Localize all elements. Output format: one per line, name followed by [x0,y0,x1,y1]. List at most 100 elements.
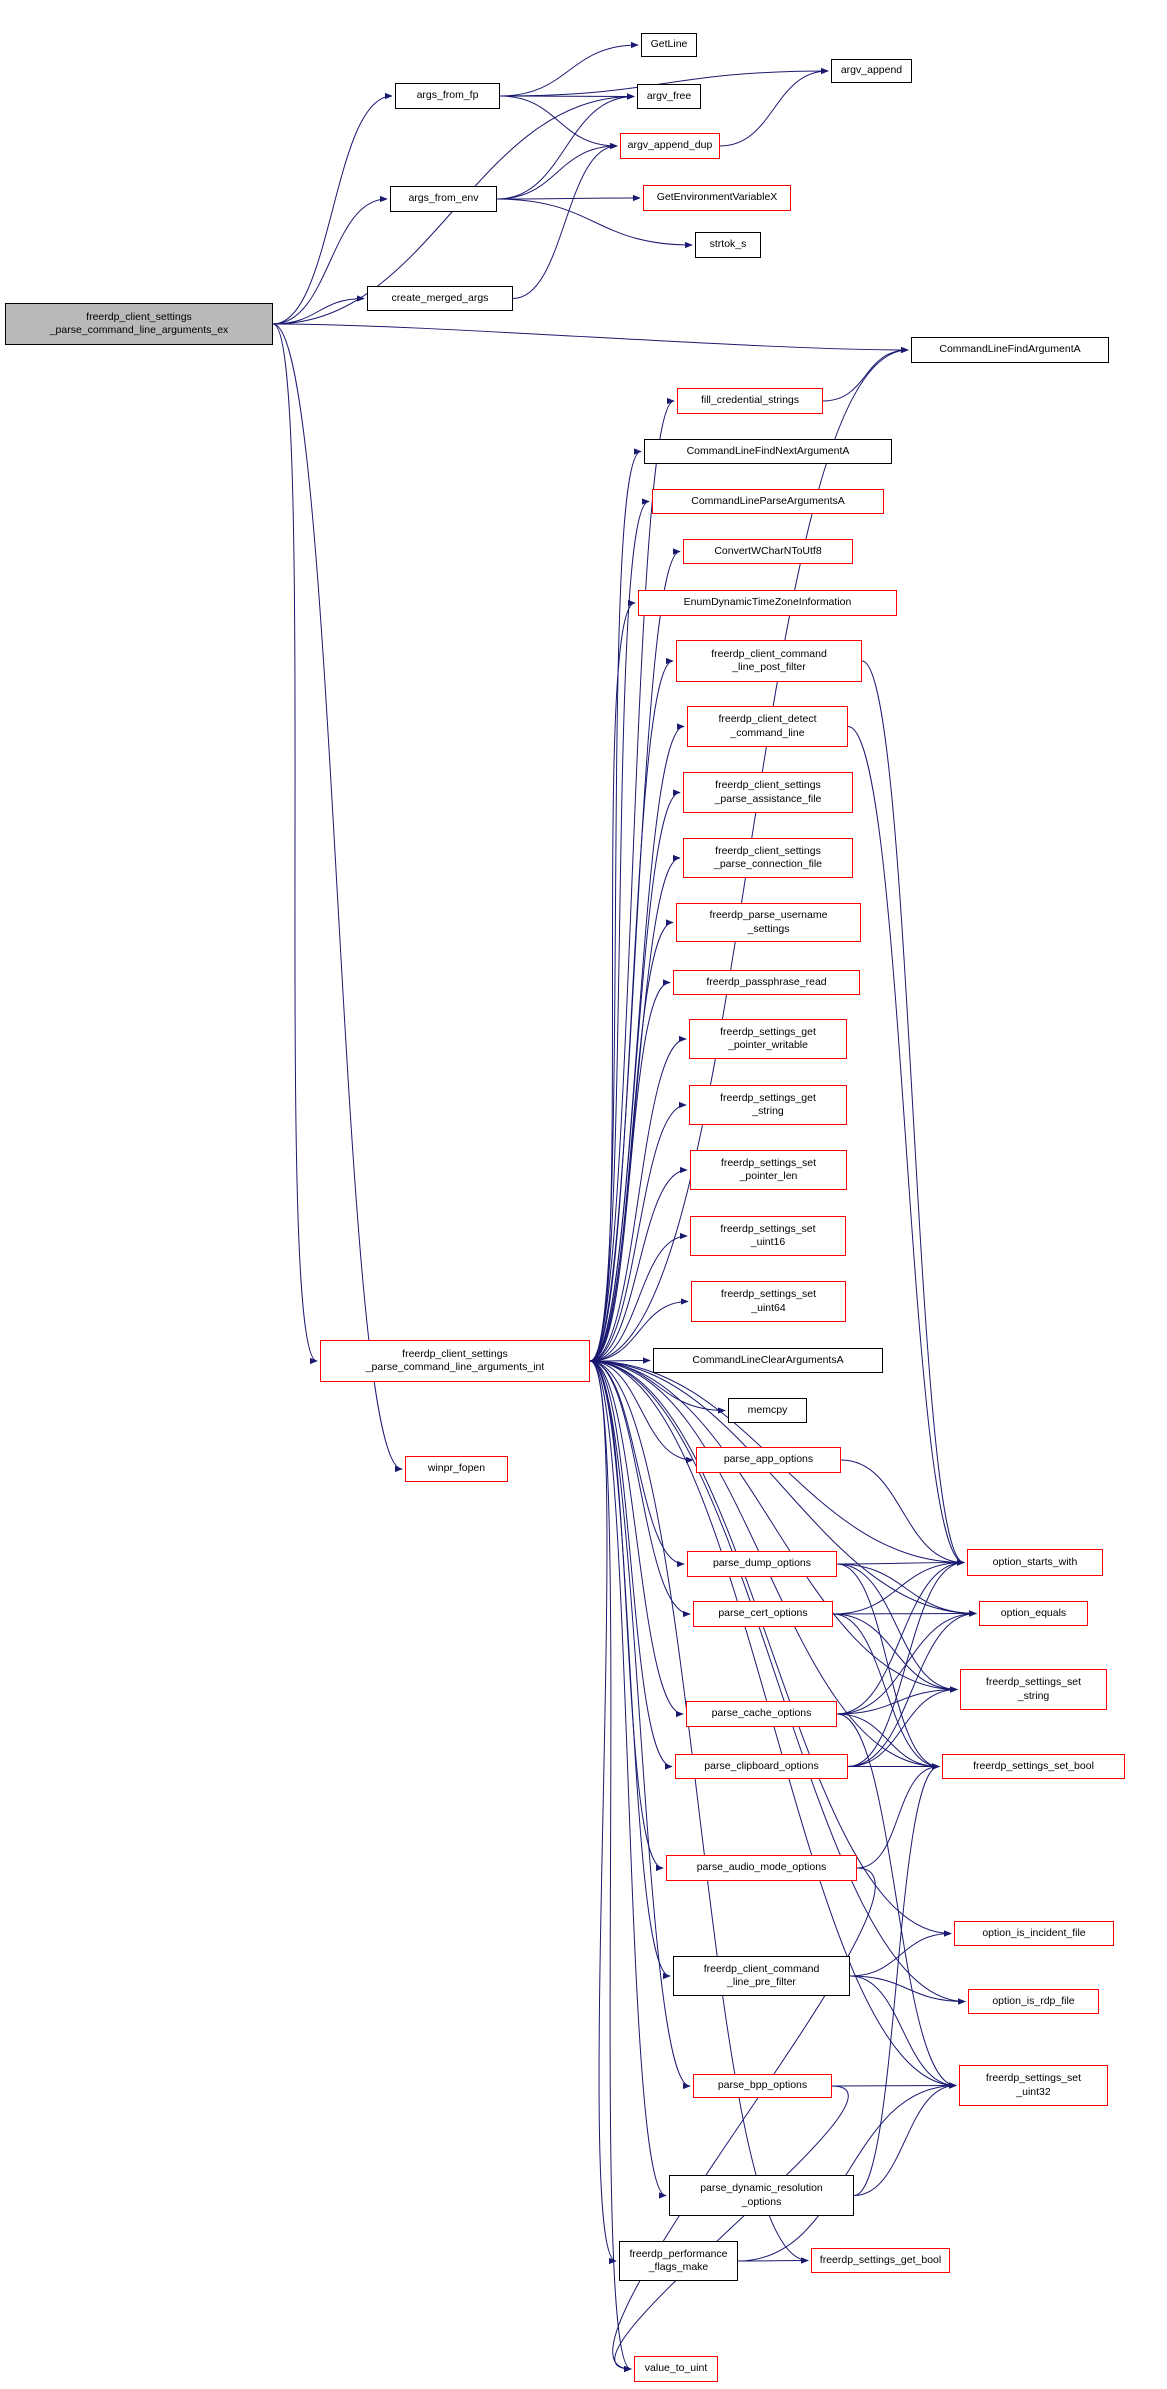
node-parse_app_options[interactable]: parse_app_options [696,1447,841,1473]
node-label: freerdp_settings_set _uint64 [720,1288,817,1314]
edge-parse_app_options-option_starts_with [840,1459,965,1566]
node-get_string[interactable]: freerdp_settings_get _string [689,1085,847,1125]
node-label: freerdp_settings_get _string [720,1091,816,1117]
edge-int-parse_app_options [589,1360,694,1464]
node-label: CommandLineFindArgumentA [939,343,1081,356]
node-set_uint16[interactable]: freerdp_settings_set _uint16 [690,1216,846,1256]
edge-int-detect_command_line [589,723,685,1362]
edge-args_from_env-argv_free [496,93,635,200]
node-parse_cache_options[interactable]: parse_cache_options [686,1701,837,1727]
edge-performance_flags_make-get_bool [737,2257,809,2264]
node-winpr_fopen[interactable]: winpr_fopen [405,1456,508,1482]
node-int[interactable]: freerdp_client_settings _parse_command_l… [320,1340,590,1382]
node-set_uint32[interactable]: freerdp_settings_set _uint32 [959,2065,1108,2106]
edge-parse_cache_options-set_string [836,1686,958,1715]
node-get_bool[interactable]: freerdp_settings_get_bool [811,2248,950,2273]
node-post_filter[interactable]: freerdp_client_command _line_post_filter [676,640,862,682]
edge-ex-CommandLineFindArgumentA [272,323,909,354]
node-create_merged_args[interactable]: create_merged_args [367,286,513,311]
node-label: parse_audio_mode_options [696,1861,827,1874]
node-detect_command_line[interactable]: freerdp_client_detect _command_line [687,706,848,747]
node-argv_free[interactable]: argv_free [637,84,701,109]
node-parse_username_settings[interactable]: freerdp_parse_username _settings [676,903,861,942]
node-parse_bpp_options[interactable]: parse_bpp_options [693,2074,832,2098]
edge-parse_dump_options-option_starts_with [836,1559,965,1566]
edge-int-option_is_incident_file [589,1360,952,1937]
node-CommandLineFindNextArgumentA[interactable]: CommandLineFindNextArgumentA [644,439,892,464]
node-GetEnvironmentVariableX[interactable]: GetEnvironmentVariableX [643,185,791,211]
edge-parse_cache_options-set_uint32 [836,1713,957,2089]
edge-int-set_uint16 [589,1232,688,1362]
node-set_pointer_len[interactable]: freerdp_settings_set _pointer_len [690,1150,847,1190]
node-EnumDynamicTimeZoneInformation[interactable]: EnumDynamicTimeZoneInformation [638,590,897,616]
node-set_bool[interactable]: freerdp_settings_set_bool [942,1754,1125,1779]
edge-args_from_fp-GetLine [499,41,639,97]
node-label: winpr_fopen [427,1462,486,1475]
edge-int-parse_cert_options [589,1360,691,1618]
node-get_pointer_writable[interactable]: freerdp_settings_get _pointer_writable [689,1019,847,1059]
node-GetLine[interactable]: GetLine [641,33,697,57]
node-label: freerdp_settings_set_bool [973,1759,1094,1772]
node-parse_cert_options[interactable]: parse_cert_options [693,1601,833,1627]
node-passphrase_read[interactable]: freerdp_passphrase_read [673,970,860,995]
edge-parse_dump_options-set_string [836,1563,958,1693]
node-label: argv_free [646,89,692,102]
edge-parse_audio_mode_options-value_to_uint [612,1867,876,2373]
node-CommandLineFindArgumentA[interactable]: CommandLineFindArgumentA [911,337,1109,363]
node-label: freerdp_client_settings _parse_command_l… [49,310,229,336]
node-ex[interactable]: freerdp_client_settings _parse_command_l… [5,303,273,345]
node-CommandLineClearArgumentsA[interactable]: CommandLineClearArgumentsA [653,1348,883,1373]
node-strtok_s[interactable]: strtok_s [695,232,761,258]
node-option_starts_with[interactable]: option_starts_with [967,1549,1103,1576]
edge-parse_dynamic_resolution_options-set_bool [853,1763,940,2196]
node-pre_filter[interactable]: freerdp_client_command _line_pre_filter [673,1956,850,1996]
edge-int-get_string [589,1101,687,1362]
node-parse_connection_file[interactable]: freerdp_client_settings _parse_connectio… [683,838,853,878]
edge-ex-args_from_env [272,195,388,325]
node-value_to_uint[interactable]: value_to_uint [634,2356,718,2382]
edge-int-post_filter [589,657,674,1362]
node-argv_append[interactable]: argv_append [831,59,912,83]
node-label: freerdp_performance _flags_make [629,2247,728,2273]
node-args_from_env[interactable]: args_from_env [390,186,497,212]
edge-args_from_fp-argv_append [499,67,829,97]
edge-int-set_pointer_len [589,1166,688,1362]
node-label: create_merged_args [391,291,489,304]
node-parse_dump_options[interactable]: parse_dump_options [687,1551,837,1577]
node-memcpy[interactable]: memcpy [728,1398,807,1423]
node-parse_assistance_file[interactable]: freerdp_client_settings _parse_assistanc… [683,772,853,813]
node-argv_append_dup[interactable]: argv_append_dup [620,133,720,159]
node-parse_clipboard_options[interactable]: parse_clipboard_options [675,1754,848,1779]
node-label: freerdp_client_settings _parse_assistanc… [714,779,822,805]
node-label: parse_dump_options [712,1557,812,1570]
node-parse_dynamic_resolution_options[interactable]: parse_dynamic_resolution _options [669,2175,854,2216]
edge-ex-int [272,323,318,1365]
edge-pre_filter-option_is_incident_file [849,1930,952,1977]
edge-int-EnumDynamicTimeZoneInformation [589,599,636,1362]
node-performance_flags_make[interactable]: freerdp_performance _flags_make [619,2241,738,2281]
node-label: argv_append_dup [627,139,713,152]
node-label: CommandLineClearArgumentsA [692,1353,844,1366]
node-fill_credential_strings[interactable]: fill_credential_strings [677,388,823,414]
node-label: freerdp_passphrase_read [706,975,827,988]
node-CommandLineParseArgumentsA[interactable]: CommandLineParseArgumentsA [652,489,884,514]
node-parse_audio_mode_options[interactable]: parse_audio_mode_options [666,1855,857,1881]
node-option_is_rdp_file[interactable]: option_is_rdp_file [968,1989,1099,2014]
edge-int-fill_credential_strings [589,397,675,1362]
edge-parse_dump_options-option_equals [836,1563,977,1617]
edge-parse_cert_options-option_starts_with [832,1559,965,1615]
edge-parse_clipboard_options-option_equals [847,1610,977,1767]
node-option_is_incident_file[interactable]: option_is_incident_file [954,1921,1114,1946]
edge-args_from_env-strtok_s [496,198,693,249]
node-ConvertWCharNToUtf8[interactable]: ConvertWCharNToUtf8 [683,539,853,564]
node-label: freerdp_client_command _line_pre_filter [703,1962,820,1988]
node-set_uint64[interactable]: freerdp_settings_set _uint64 [691,1281,846,1322]
edge-args_from_fp-argv_append_dup [499,95,618,150]
edge-int-option_equals [589,1360,977,1617]
node-set_string[interactable]: freerdp_settings_set _string [960,1669,1107,1710]
edge-parse_clipboard_options-option_starts_with [847,1559,965,1767]
node-option_equals[interactable]: option_equals [979,1601,1088,1626]
edge-int-parse_cache_options [589,1360,684,1718]
node-args_from_fp[interactable]: args_from_fp [395,83,500,109]
